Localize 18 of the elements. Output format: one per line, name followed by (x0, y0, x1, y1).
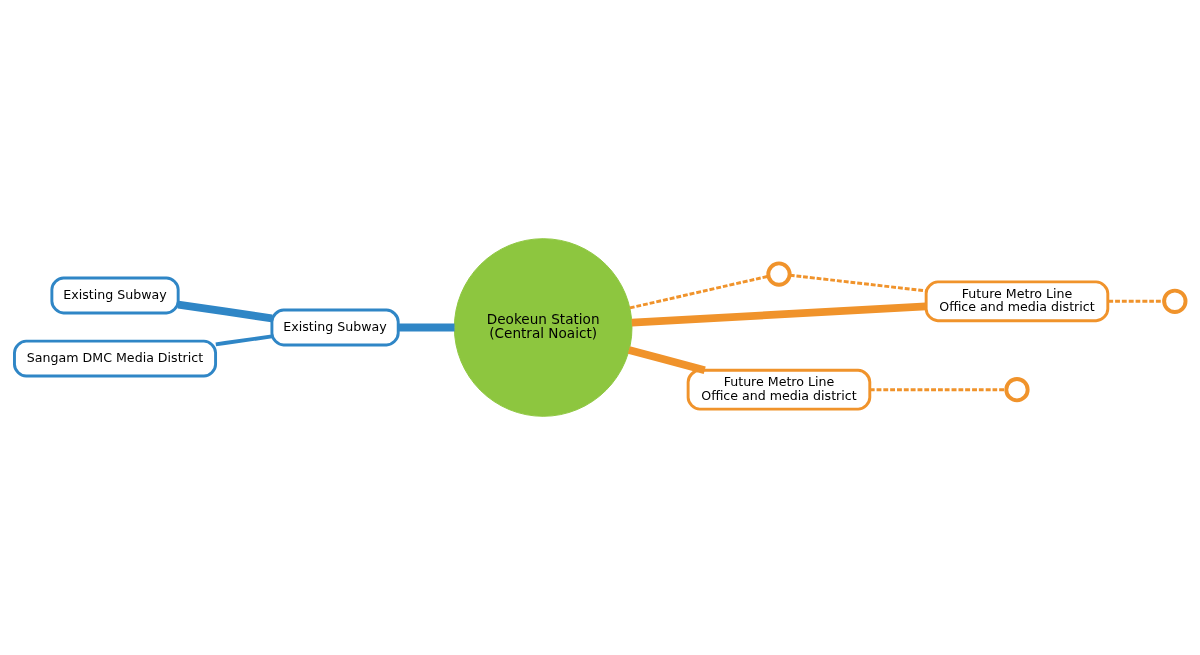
node-circle (1162, 288, 1188, 314)
node-box: Future Metro Line Office and media district (924, 280, 1110, 323)
connector (627, 346, 706, 374)
node-box: Future Metro Line Office and media district (686, 368, 872, 411)
node-circle (1004, 377, 1030, 403)
node-circle (766, 261, 792, 287)
connector (789, 273, 927, 293)
connector (215, 334, 273, 347)
connector (1108, 299, 1164, 303)
node-circle: Deokeun Station (Central Noaict) (453, 238, 633, 417)
connector (869, 388, 1007, 392)
connector (629, 274, 769, 310)
node-box: Sangam DMC Media District (13, 339, 218, 378)
node-box: Existing Subway (50, 276, 180, 315)
connector (177, 300, 273, 323)
connector (631, 302, 927, 327)
node-box: Existing Subway (270, 308, 400, 347)
connector (398, 323, 455, 332)
